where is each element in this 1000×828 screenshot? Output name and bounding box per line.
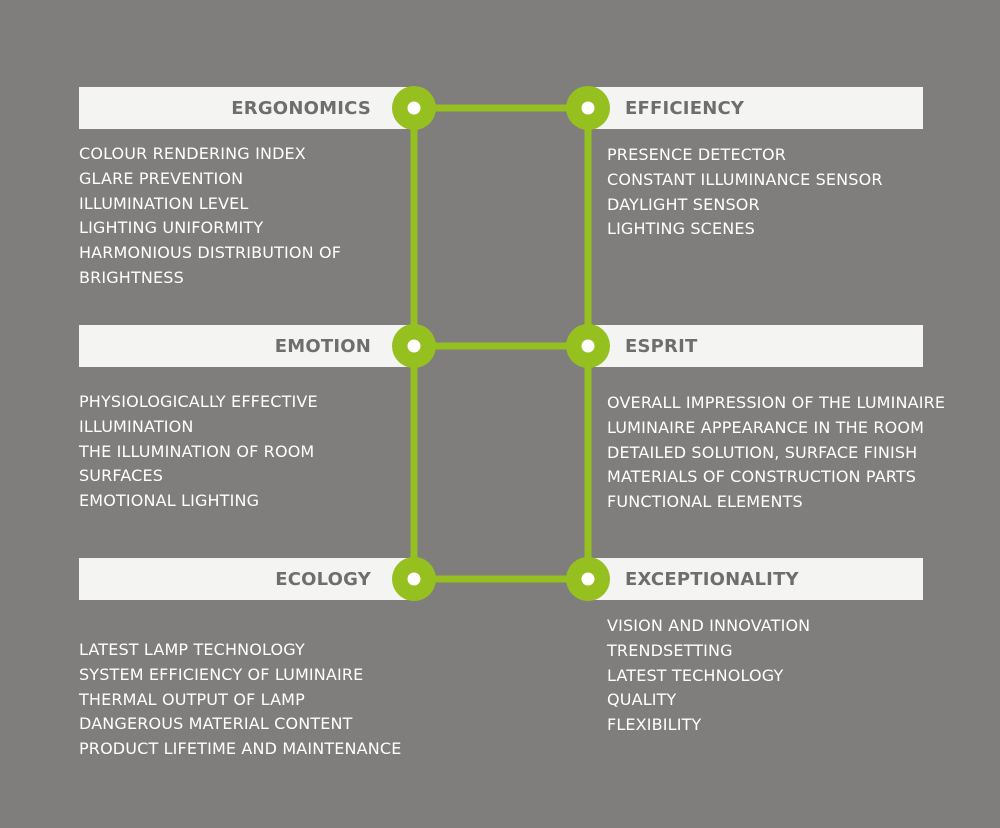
efficiency-node-icon [566,86,610,130]
exceptionality-title: EXCEPTIONALITY [625,568,799,590]
list-item: THERMAL OUTPUT OF LAMP [79,689,305,709]
list-item: PRODUCT LIFETIME AND MAINTENANCE [79,739,402,759]
list-item: VISION AND INNOVATION [607,616,811,635]
list-item: SURFACES [79,466,164,486]
list-item: PHYSIOLOGICALLY EFFECTIVE [79,392,318,411]
list-item: FUNCTIONAL ELEMENTS [607,492,803,512]
ecology-title: ECOLOGY [275,568,371,590]
list-item: COLOUR RENDERING INDEX [79,144,306,163]
list-item: DETAILED SOLUTION, SURFACE FINISH [607,442,918,462]
efficiency-title: EFFICIENCY [625,97,745,119]
esprit-header-bar: ESPRIT [587,325,923,367]
exceptionality-header-bar: EXCEPTIONALITY [587,558,923,600]
ergonomics-header-bar: ERGONOMICS [79,87,415,129]
emotion-header-bar: EMOTION [79,325,415,367]
emotion-node-icon [392,324,436,368]
list-item: PRESENCE DETECTOR [607,145,786,164]
ecology-node-icon [392,557,436,601]
list-item: THE ILLUMINATION OF ROOM [79,441,315,461]
list-item: QUALITY [607,690,677,710]
list-item: EMOTIONAL LIGHTING [79,491,260,511]
list-item: GLARE PREVENTION [79,168,244,188]
list-item: LATEST LAMP TECHNOLOGY [79,640,305,659]
list-item: LUMINAIRE APPEARANCE IN THE ROOM [607,417,925,437]
esprit-title: ESPRIT [625,335,698,357]
list-item: MATERIALS OF CONSTRUCTION PARTS [607,467,917,487]
list-item: HARMONIOUS DISTRIBUTION OF [79,243,342,263]
list-item: BRIGHTNESS [79,267,184,287]
list-item: CONSTANT ILLUMINANCE SENSOR [607,169,883,189]
ergonomics-node-icon [392,86,436,130]
list-item: LIGHTING UNIFORMITY [79,218,264,238]
exceptionality-node-icon [566,557,610,601]
emotion-title: EMOTION [274,335,371,357]
ergonomics-list: COLOUR RENDERING INDEX GLARE PREVENTION … [79,142,341,291]
efficiency-header-bar: EFFICIENCY [587,87,923,129]
efficiency-list: PRESENCE DETECTOR CONSTANT ILLUMINANCE S… [607,143,883,242]
list-item: LATEST TECHNOLOGY [607,665,784,685]
list-item: TRENDSETTING [607,640,733,660]
list-item: SYSTEM EFFICIENCY OF LUMINAIRE [79,664,364,684]
list-item: DAYLIGHT SENSOR [607,194,760,214]
emotion-list: PHYSIOLOGICALLY EFFECTIVE ILLUMINATION T… [79,390,318,514]
list-item: ILLUMINATION LEVEL [79,193,249,213]
ecology-header-bar: ECOLOGY [79,558,415,600]
list-item: OVERALL IMPRESSION OF THE LUMINAIRE [607,393,946,412]
list-item: LIGHTING SCENES [607,219,755,239]
list-item: DANGEROUS MATERIAL CONTENT [79,714,353,734]
ecology-list: LATEST LAMP TECHNOLOGY SYSTEM EFFICIENCY… [79,638,401,762]
exceptionality-list: VISION AND INNOVATION TRENDSETTING LATES… [607,614,810,738]
esprit-list: OVERALL IMPRESSION OF THE LUMINAIRE LUMI… [607,391,945,515]
esprit-node-icon [566,324,610,368]
list-item: FLEXIBILITY [607,715,702,735]
list-item: ILLUMINATION [79,416,194,436]
ergonomics-title: ERGONOMICS [231,97,371,119]
